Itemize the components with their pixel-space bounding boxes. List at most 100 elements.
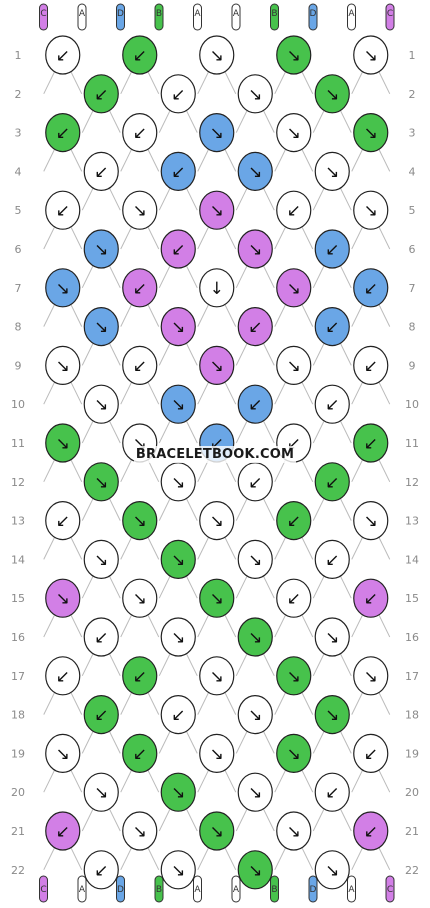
row-number-right: 16 (405, 631, 419, 644)
knot-arrow: ↙ (171, 85, 185, 105)
watermark-backdrop (133, 446, 297, 463)
row-number-right: 8 (409, 321, 416, 334)
bottom-string-label: B (271, 885, 277, 895)
row-number-left: 11 (11, 437, 25, 450)
knot-arrow: ↙ (171, 240, 185, 260)
knot (276, 268, 312, 308)
top-string-label: C (40, 9, 46, 19)
row-number-right: 7 (409, 282, 416, 295)
knot-arrow: ↙ (94, 85, 108, 105)
knot-arrow: ↘ (210, 46, 224, 66)
knot (314, 539, 350, 580)
knot-arrow: ↙ (56, 46, 70, 66)
knot (45, 113, 81, 153)
knot (353, 35, 389, 75)
bottom-string-label: A (194, 885, 201, 895)
knot-arrow: ↘ (94, 395, 108, 415)
row-number-left: 5 (15, 204, 22, 217)
knot (83, 307, 119, 347)
knot-arrow: ↙ (133, 279, 147, 299)
knot (199, 35, 235, 75)
knot (122, 35, 158, 75)
knot-arrow: ↘ (325, 706, 339, 726)
knot (276, 733, 312, 774)
row-number-right: 13 (405, 515, 419, 528)
knot (45, 811, 81, 851)
knot (314, 74, 350, 114)
knot-arrow: ↘ (287, 744, 301, 764)
knot-arrow: ↘ (133, 589, 147, 609)
knot (314, 462, 350, 502)
knot-arrow: ↘ (210, 201, 224, 221)
knot-arrow: ↙ (325, 395, 339, 415)
knot-arrow: ↙ (94, 706, 108, 726)
row-number-left: 4 (15, 165, 22, 178)
knot-arrow: ↘ (248, 240, 262, 260)
row-number-left: 14 (11, 553, 25, 566)
bottom-string-label: D (117, 885, 124, 895)
row-number-left: 19 (11, 747, 25, 760)
knot (353, 500, 389, 541)
knot-arrow: ↙ (133, 744, 147, 764)
knot (276, 578, 312, 618)
knot-arrow: ↘ (287, 279, 301, 299)
knot-arrow: ↘ (94, 240, 108, 260)
knot (83, 617, 119, 657)
knot (45, 345, 81, 385)
row-number-right: 5 (409, 204, 416, 217)
knot (45, 268, 81, 308)
knot (199, 733, 235, 774)
row-number-left: 15 (11, 592, 25, 605)
knot (83, 229, 119, 269)
knot (314, 617, 350, 657)
knot-arrow: ↘ (325, 628, 339, 648)
knot (160, 617, 196, 657)
knot (122, 578, 158, 618)
bottom-string-label: A (79, 885, 86, 895)
knot (45, 656, 81, 696)
knot (353, 578, 389, 618)
knot-arrow: ↘ (56, 279, 70, 299)
knot-arrow: ↘ (210, 512, 224, 532)
row-number-left: 6 (15, 243, 22, 256)
row-number-left: 13 (11, 515, 25, 528)
knot (199, 500, 235, 541)
knot (353, 733, 389, 774)
knot (237, 617, 273, 657)
knot (276, 656, 312, 696)
knot-arrow: ↘ (171, 628, 185, 648)
knot (122, 500, 158, 541)
knot-arrow: ↘ (210, 822, 224, 842)
knot-arrow: ↘ (364, 512, 378, 532)
knot (237, 850, 273, 890)
row-number-right: 4 (409, 165, 416, 178)
knot (83, 850, 119, 890)
knot (276, 35, 312, 75)
knot-arrow: ↘ (94, 318, 108, 338)
knot (45, 500, 81, 541)
knot-arrow: ↘ (133, 822, 147, 842)
knot-arrow: ↙ (364, 356, 378, 376)
knot (276, 190, 312, 230)
knot (199, 113, 235, 153)
bottom-string-label: D (310, 885, 317, 895)
knot (199, 345, 235, 385)
row-number-left: 18 (11, 709, 25, 722)
knot (237, 384, 273, 424)
knot-arrow: ↘ (287, 667, 301, 687)
bottom-string-label: C (40, 885, 46, 895)
knot-arrow: ↙ (287, 589, 301, 609)
row-number-left: 2 (15, 88, 22, 101)
row-number-left: 16 (11, 631, 25, 644)
knot-arrow: ↘ (287, 46, 301, 66)
knot-arrow: ↘ (94, 473, 108, 493)
knot (160, 384, 196, 424)
knot (122, 113, 158, 153)
knot-arrow: ↙ (287, 201, 301, 221)
knot-arrow: ↙ (364, 822, 378, 842)
knot-arrow: ↙ (364, 279, 378, 299)
knot-arrow: ↙ (56, 201, 70, 221)
bottom-string-label: A (348, 885, 355, 895)
